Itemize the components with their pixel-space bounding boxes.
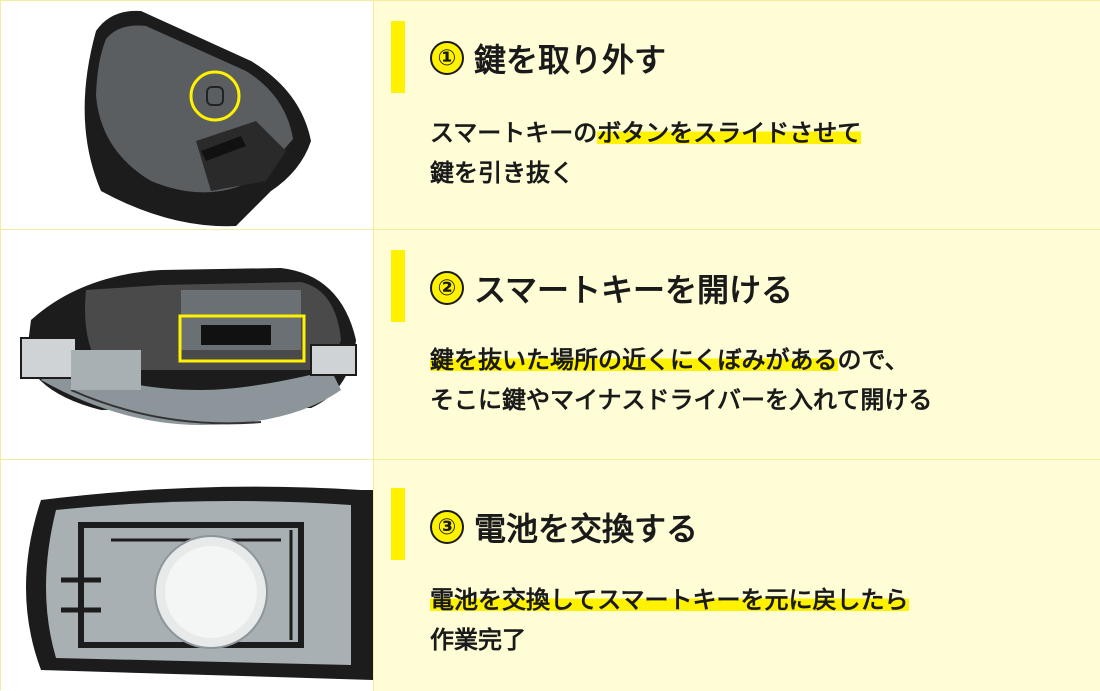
step-2-number: ② bbox=[430, 271, 464, 305]
step-2-line1-text: ので、 bbox=[837, 346, 909, 374]
step-1-number: ① bbox=[430, 41, 464, 75]
step-2-image bbox=[1, 230, 374, 459]
step-2-line1-highlight: 鍵を抜いた場所の近くにくぼみがある bbox=[430, 346, 838, 374]
step-1-line2-text: 鍵を引き抜く bbox=[430, 159, 574, 187]
step-2-line2-text: そこに鍵やマイナスドライバーを入れて開ける bbox=[430, 386, 933, 414]
step-row-1: ① 鍵を取り外す スマートキーのボタンをスライドさせて 鍵を引き抜く bbox=[1, 1, 1100, 230]
step-3-text: ③ 電池を交換する 電池を交換してスマートキーを元に戻したら 作業完了 bbox=[374, 460, 1100, 691]
step-1-text: ① 鍵を取り外す スマートキーのボタンをスライドさせて 鍵を引き抜く bbox=[374, 1, 1100, 229]
step-1-line1-highlight: ボタンをスライドさせて bbox=[597, 119, 862, 147]
step-2-heading: ② スマートキーを開ける bbox=[430, 265, 793, 311]
step-3-accent-bar bbox=[391, 488, 405, 560]
step-2-text: ② スマートキーを開ける 鍵を抜いた場所の近くにくぼみがあるので、 そこに鍵やマ… bbox=[374, 230, 1100, 459]
step-1-description: スマートキーのボタンをスライドさせて 鍵を引き抜く bbox=[430, 113, 862, 193]
smart-key-back-illustration bbox=[84, 10, 311, 227]
step-row-2: ② スマートキーを開ける 鍵を抜いた場所の近くにくぼみがあるので、 そこに鍵やマ… bbox=[1, 230, 1100, 460]
step-3-title: 電池を交換する bbox=[474, 510, 699, 548]
smart-key-battery-illustration bbox=[26, 486, 373, 680]
step-3-line1-highlight: 電池を交換してスマートキーを元に戻したら bbox=[430, 586, 909, 614]
step-1-image bbox=[1, 1, 374, 229]
step-3-description: 電池を交換してスマートキーを元に戻したら 作業完了 bbox=[430, 580, 909, 660]
step-1-accent-bar bbox=[391, 21, 405, 93]
step-3-line2-text: 作業完了 bbox=[430, 626, 526, 654]
step-2-accent-bar bbox=[391, 250, 405, 322]
step-2-title: スマートキーを開ける bbox=[474, 271, 794, 309]
step-1-line1-text: スマートキーの bbox=[430, 119, 598, 147]
step-1-title: 鍵を取り外す bbox=[474, 41, 667, 79]
smart-key-slot-illustration bbox=[20, 268, 357, 425]
step-3-number: ③ bbox=[430, 510, 464, 544]
step-3-heading: ③ 電池を交換する bbox=[430, 504, 698, 550]
step-2-description: 鍵を抜いた場所の近くにくぼみがあるので、 そこに鍵やマイナスドライバーを入れて開… bbox=[430, 340, 932, 420]
step-row-3: ③ 電池を交換する 電池を交換してスマートキーを元に戻したら 作業完了 bbox=[1, 460, 1100, 691]
step-3-image bbox=[1, 460, 374, 691]
step-1-heading: ① 鍵を取り外す bbox=[430, 35, 666, 81]
